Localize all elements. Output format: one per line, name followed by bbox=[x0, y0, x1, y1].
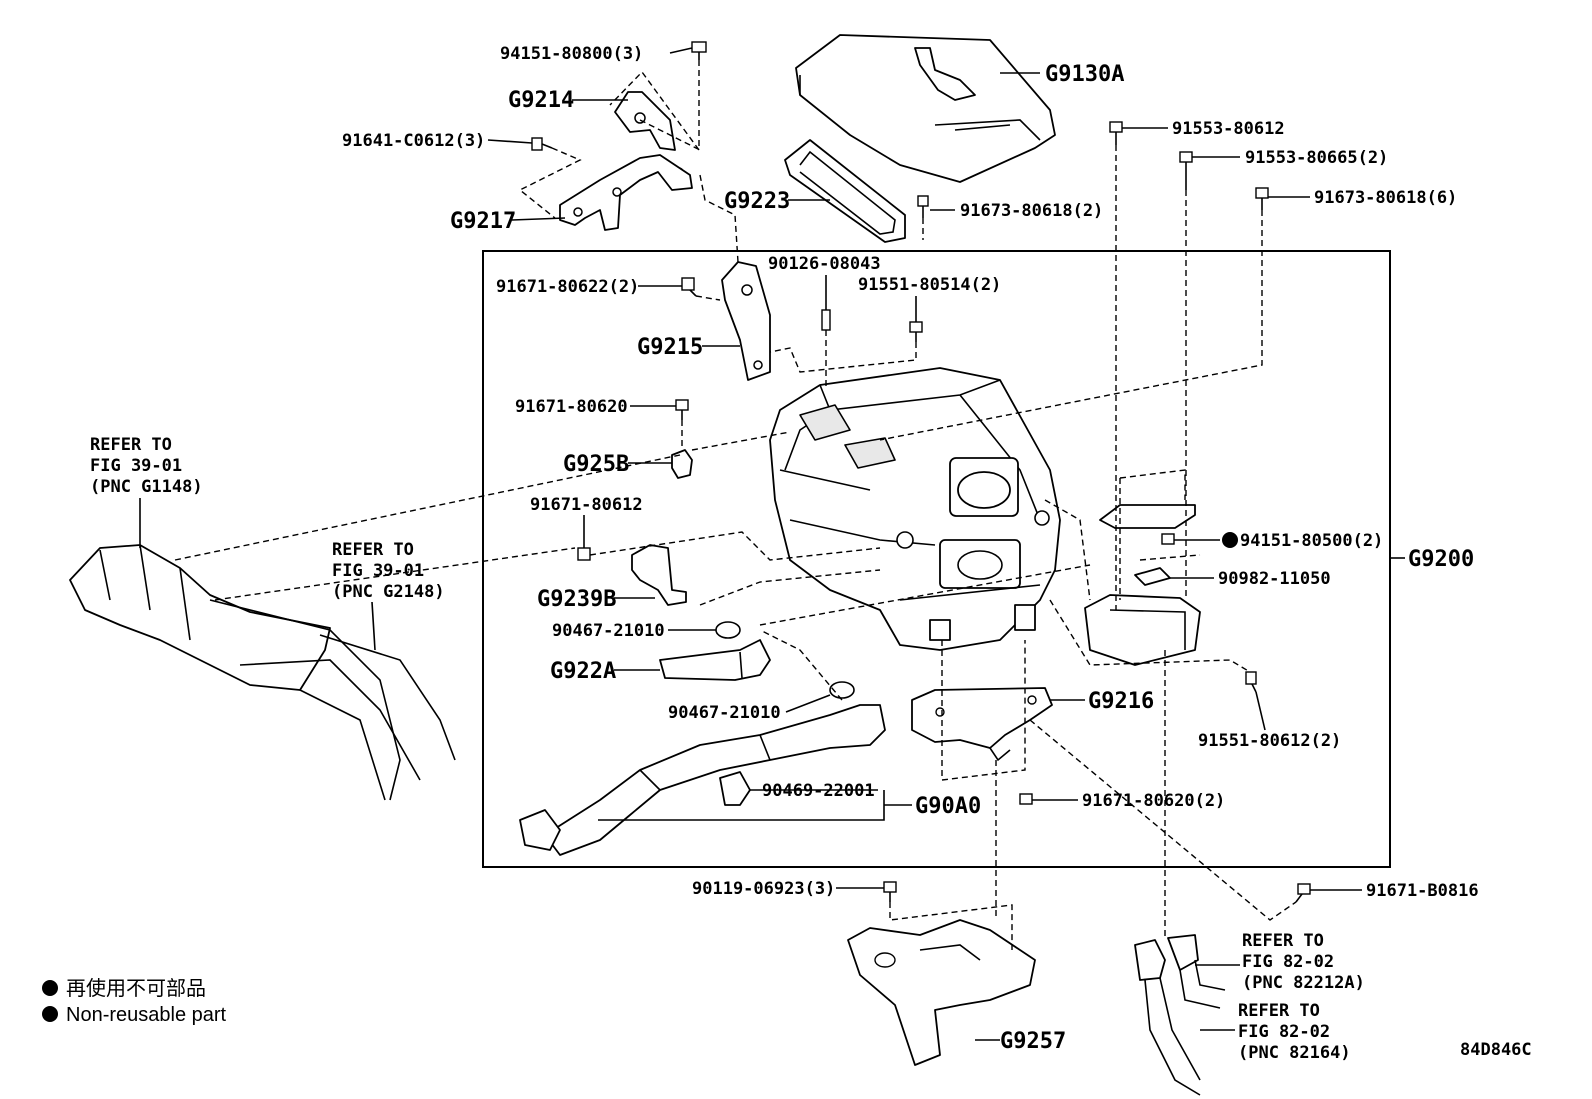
bracket-g9215-drawing bbox=[721, 261, 771, 381]
bracket-g9217-drawing bbox=[559, 154, 693, 231]
ref4-line2: FIG 82-02 bbox=[1238, 1022, 1330, 1042]
label-g9130a: G9130A bbox=[1045, 62, 1124, 87]
ref1-line2: FIG 39-01 bbox=[90, 456, 182, 476]
legend-bullet-icon bbox=[42, 980, 58, 996]
label-90467-21010-a: 90467-21010 bbox=[552, 621, 665, 641]
label-90119-06923: 90119-06923(3) bbox=[692, 879, 835, 899]
bolt-icon bbox=[1019, 793, 1033, 805]
label-94151-80500: 94151-80500(2) bbox=[1240, 531, 1383, 551]
leader-lines bbox=[139, 47, 1405, 1041]
label-91553-80612: 91553-80612 bbox=[1172, 119, 1285, 139]
label-91553-80665: 91553-80665(2) bbox=[1245, 148, 1388, 168]
bolt-icon bbox=[531, 137, 553, 151]
bolt-icon bbox=[681, 277, 697, 297]
label-g9217: G9217 bbox=[450, 209, 516, 234]
label-91673-80618-6: 91673-80618(6) bbox=[1314, 188, 1457, 208]
bracket-g9257-drawing bbox=[847, 919, 1036, 1066]
bolt-icon bbox=[917, 195, 929, 218]
drawing-id: 84D846C bbox=[1460, 1040, 1532, 1060]
ref1-line3: (PNC G1148) bbox=[90, 477, 203, 497]
legend-text-en: Non-reusable part bbox=[66, 1004, 227, 1026]
label-g925b: G925B bbox=[563, 452, 629, 477]
bracket-g9239b-drawing bbox=[631, 544, 687, 606]
label-g922a: G922A bbox=[550, 659, 616, 684]
bolt-icon bbox=[1161, 533, 1175, 545]
label-91671-80620-a: 91671-80620 bbox=[515, 397, 628, 417]
non-reusable-icon bbox=[1222, 532, 1238, 548]
bolt-icon bbox=[909, 321, 923, 342]
label-g9239b: G9239B bbox=[537, 587, 616, 612]
inverter-assembly-drawing bbox=[769, 367, 1061, 651]
bolt-icons bbox=[531, 41, 1311, 903]
ref4-line3: (PNC 82164) bbox=[1238, 1043, 1351, 1063]
bolt-icon bbox=[1179, 151, 1193, 190]
module-drawing bbox=[1084, 504, 1201, 666]
label-94151-80800: 94151-80800(3) bbox=[500, 44, 643, 64]
cable-harness-left-drawing bbox=[69, 544, 456, 801]
label-91641-c0612: 91641-C0612(3) bbox=[342, 131, 485, 151]
bolt-icon bbox=[1255, 187, 1269, 210]
legend-text-cn: 再使用不可部品 bbox=[66, 977, 206, 1000]
label-91671-80622: 91671-80622(2) bbox=[496, 277, 639, 297]
label-91671-80620-b: 91671-80620(2) bbox=[1082, 791, 1225, 811]
label-90126-08043: 90126-08043 bbox=[768, 254, 881, 274]
label-g9257: G9257 bbox=[1000, 1029, 1066, 1054]
label-g9223: G9223 bbox=[724, 189, 790, 214]
ref2-line1: REFER TO bbox=[332, 540, 414, 560]
label-91551-80612: 91551-80612(2) bbox=[1198, 731, 1341, 751]
bolt-icon bbox=[1245, 671, 1257, 693]
legend: 再使用不可部品 Non-reusable part bbox=[42, 977, 227, 1026]
label-g90a0: G90A0 bbox=[915, 794, 981, 819]
connector-g925b-drawing bbox=[671, 449, 693, 479]
hose-g922a-drawing bbox=[659, 639, 771, 681]
label-91673-80618-2: 91673-80618(2) bbox=[960, 201, 1103, 221]
clamp-drawings bbox=[715, 621, 855, 806]
bolt-icon bbox=[1295, 883, 1311, 903]
label-90467-21010-b: 90467-21010 bbox=[668, 703, 781, 723]
ref2-line2: FIG 39-01 bbox=[332, 561, 424, 581]
label-90982-11050: 90982-11050 bbox=[1218, 569, 1331, 589]
legend-bullet-icon bbox=[42, 1006, 58, 1022]
hose-g90a0-drawing bbox=[519, 704, 886, 856]
label-g9215: G9215 bbox=[637, 335, 703, 360]
ref3-line3: (PNC 82212A) bbox=[1242, 973, 1365, 993]
reference-lines bbox=[174, 454, 681, 601]
bracket-g9216-drawing bbox=[911, 687, 1053, 762]
cable-harness-right-drawing bbox=[1134, 934, 1226, 1096]
bolt-icon bbox=[821, 309, 831, 331]
label-91551-80514: 91551-80514(2) bbox=[858, 275, 1001, 295]
label-91671-b0816: 91671-B0816 bbox=[1366, 881, 1479, 901]
ref2-line3: (PNC G2148) bbox=[332, 582, 445, 602]
bolt-icon bbox=[691, 41, 707, 60]
label-90469-22001: 90469-22001 bbox=[762, 781, 875, 801]
ref3-line1: REFER TO bbox=[1242, 931, 1324, 951]
part-labels: 94151-80800(3) G9214 91641-C0612(3) G921… bbox=[342, 44, 1479, 1054]
gasket-g9223-drawing bbox=[784, 139, 906, 243]
label-g9214: G9214 bbox=[508, 88, 574, 113]
label-g9216: G9216 bbox=[1088, 689, 1154, 714]
assembly-lines bbox=[518, 60, 1297, 950]
ref4-line1: REFER TO bbox=[1238, 1001, 1320, 1021]
label-g9200: G9200 bbox=[1408, 547, 1474, 572]
ref3-line2: FIG 82-02 bbox=[1242, 952, 1334, 972]
ref1-line1: REFER TO bbox=[90, 435, 172, 455]
bolt-icon bbox=[1109, 121, 1123, 145]
cover-g9130a-drawing bbox=[795, 34, 1056, 183]
bolt-icon bbox=[577, 547, 591, 561]
assembly-frame bbox=[482, 250, 1391, 868]
reference-notes: REFER TO FIG 39-01 (PNC G1148) REFER TO … bbox=[90, 435, 1365, 1063]
bolt-icon bbox=[883, 881, 897, 902]
bolt-icon bbox=[675, 399, 689, 420]
label-91671-80612: 91671-80612 bbox=[530, 495, 643, 515]
